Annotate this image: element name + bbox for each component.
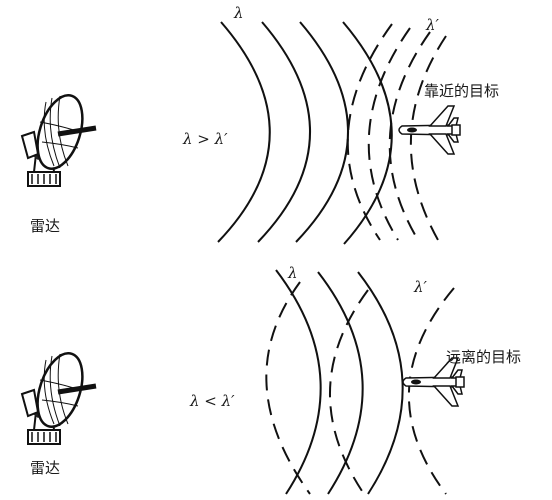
dashed-wavefront <box>408 287 455 495</box>
reflected-wavelength-label: λ′ <box>414 278 427 296</box>
radar-label: 雷达 <box>30 217 61 235</box>
solid-wavefront <box>275 269 322 495</box>
solid-wavefront <box>342 21 393 245</box>
target-label: 靠近的目标 <box>424 82 500 100</box>
dashed-wavefront <box>329 289 369 495</box>
wavelength-relation: λ > λ′ <box>183 130 228 148</box>
radar-icon <box>22 90 96 186</box>
radar-label: 雷达 <box>30 459 61 477</box>
reflected-wavelength-label: λ′ <box>426 16 439 34</box>
emitted-wavefronts <box>275 269 404 495</box>
wavelength-relation: λ < λ′ <box>190 392 235 410</box>
dashed-wavefront <box>265 281 311 495</box>
reflected-wavefronts <box>346 23 447 241</box>
solid-wavefront <box>217 21 271 243</box>
dashed-wavefront <box>388 31 431 241</box>
reflected-wavefronts <box>265 281 455 495</box>
dashed-wavefront <box>367 27 411 241</box>
emitted-wavefronts <box>217 21 393 245</box>
dashed-wavefront <box>346 23 393 241</box>
emitted-wavelength-label: λ <box>234 4 244 22</box>
emitted-wavelength-label: λ <box>288 264 298 282</box>
target-label: 远离的目标 <box>446 348 522 366</box>
solid-wavefront <box>257 21 311 243</box>
solid-wavefront <box>295 21 349 243</box>
radar-icon <box>22 348 96 444</box>
solid-wavefront <box>317 271 364 495</box>
solid-wavefront <box>357 271 404 495</box>
airplane-icon <box>398 105 461 155</box>
dashed-wavefront <box>409 35 447 241</box>
